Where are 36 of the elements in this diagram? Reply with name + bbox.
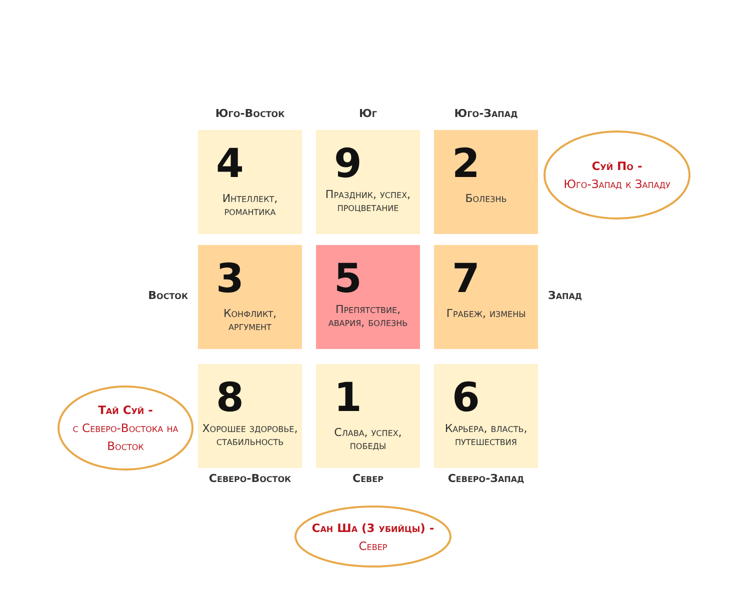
cell-number: 6: [452, 374, 480, 422]
callout-text: с Северо-Востока на Восток: [72, 420, 180, 455]
direction-label: Юго-Запад: [454, 107, 518, 120]
cell-meaning: Интеллект, романтика: [221, 192, 279, 218]
cell-meaning: Карьера, власть, путешествия: [444, 422, 528, 448]
ellipse-callout: [294, 505, 452, 568]
direction-label: Северо-Запад: [448, 472, 524, 485]
direction-label: Северо-Восток: [208, 472, 292, 485]
callout-text: Суй По -: [590, 158, 644, 175]
direction-label: Восток: [148, 289, 188, 302]
cell-number: 5: [334, 255, 362, 303]
callout-text: Север: [358, 538, 388, 554]
grid-cell: [316, 245, 420, 349]
callout-text: Сан Ша (3 убийцы) -: [310, 520, 436, 536]
callout-text: Юго-Запад к Западу: [562, 176, 672, 193]
direction-label: Юг: [359, 107, 377, 120]
direction-label: Север: [352, 472, 384, 485]
cell-meaning: Грабеж, измены: [445, 307, 527, 320]
callout-text: Тай Суй -: [97, 402, 154, 419]
cell-meaning: Праздник, успех, процветание: [324, 188, 412, 214]
cell-number: 9: [334, 140, 362, 188]
cell-meaning: Конфликт, аргумент: [222, 307, 278, 333]
cell-number: 8: [216, 374, 244, 422]
direction-label: Юго-Восток: [215, 107, 285, 120]
cell-number: 3: [216, 255, 244, 303]
cell-meaning: Болезнь: [464, 192, 508, 205]
cell-meaning: Слава, успех, победы: [333, 426, 403, 452]
ellipse-callout: [57, 385, 194, 471]
cell-meaning: Препятствие, авария, болезнь: [327, 303, 409, 329]
cell-number: 4: [216, 140, 244, 188]
cell-number: 2: [452, 140, 480, 188]
cell-number: 1: [334, 374, 362, 422]
cell-meaning: Хорошее здоровье, стабильность: [202, 422, 298, 448]
ellipse-callout: [543, 130, 691, 220]
cell-number: 7: [452, 255, 480, 303]
direction-label: Запад: [548, 289, 582, 302]
